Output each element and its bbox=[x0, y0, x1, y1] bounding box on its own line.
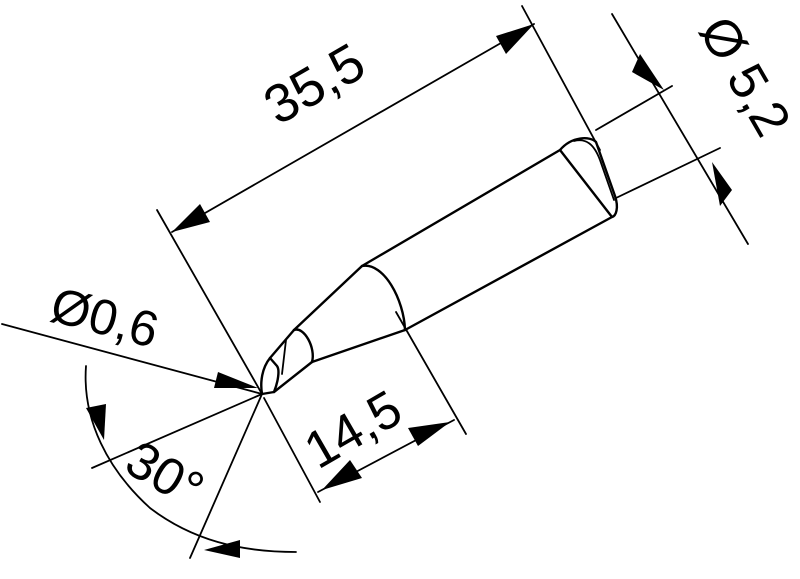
tip-outline bbox=[260, 137, 619, 396]
extension-line-left bbox=[156, 209, 263, 395]
collar bbox=[558, 137, 619, 219]
arrowhead-tip-diameter bbox=[214, 372, 258, 388]
arrowhead-5-2-top bbox=[632, 54, 664, 90]
arrowhead-35-5-left bbox=[172, 204, 210, 232]
arrowhead-angle-bottom bbox=[204, 540, 240, 558]
point-lower-edge bbox=[272, 360, 314, 394]
collar-inner-edge bbox=[573, 139, 615, 201]
arrowhead-14-5-right bbox=[408, 422, 450, 446]
label-shank-diameter: Ø 5,2 bbox=[688, 7, 800, 146]
arrowhead-angle-top bbox=[86, 404, 106, 440]
shank-upper-edge bbox=[360, 148, 562, 268]
angle-line-shank-axis bbox=[189, 393, 263, 559]
dimension-shank-diameter: Ø 5,2 bbox=[595, 7, 800, 245]
dimension-overall-length: 35,5 bbox=[156, 5, 601, 395]
dimension-tip-diameter: Ø0,6 bbox=[1, 277, 263, 395]
point-upper-edge bbox=[268, 328, 296, 360]
shank-step bbox=[360, 264, 407, 332]
shank-lower-edge bbox=[403, 215, 614, 332]
point-tip bbox=[260, 356, 280, 396]
arrowhead-5-2-bottom bbox=[712, 162, 732, 206]
dimension-bend-length: 14,5 bbox=[263, 311, 467, 503]
dimension-line-5-2 bbox=[611, 13, 749, 245]
point-facet-line bbox=[281, 339, 287, 375]
extension-line-right bbox=[521, 5, 601, 151]
extension-line-shank-bottom bbox=[615, 147, 721, 199]
cone-upper-edge bbox=[292, 264, 364, 332]
label-overall-length: 35,5 bbox=[254, 32, 375, 137]
extension-line-bend-right bbox=[395, 311, 467, 435]
angle-line-tip-axis bbox=[91, 393, 263, 469]
arrowhead-14-5-left bbox=[322, 460, 362, 490]
label-angle: 30° bbox=[116, 430, 213, 520]
arrowhead-35-5-right bbox=[496, 24, 534, 54]
label-tip-diameter: Ø0,6 bbox=[45, 277, 164, 359]
extension-line-bend-left bbox=[263, 397, 321, 503]
extension-line-shank-top bbox=[595, 85, 673, 131]
cone-lower-edge bbox=[310, 328, 407, 364]
dimension-line-35-5 bbox=[171, 23, 535, 233]
cone-step bbox=[292, 328, 314, 364]
